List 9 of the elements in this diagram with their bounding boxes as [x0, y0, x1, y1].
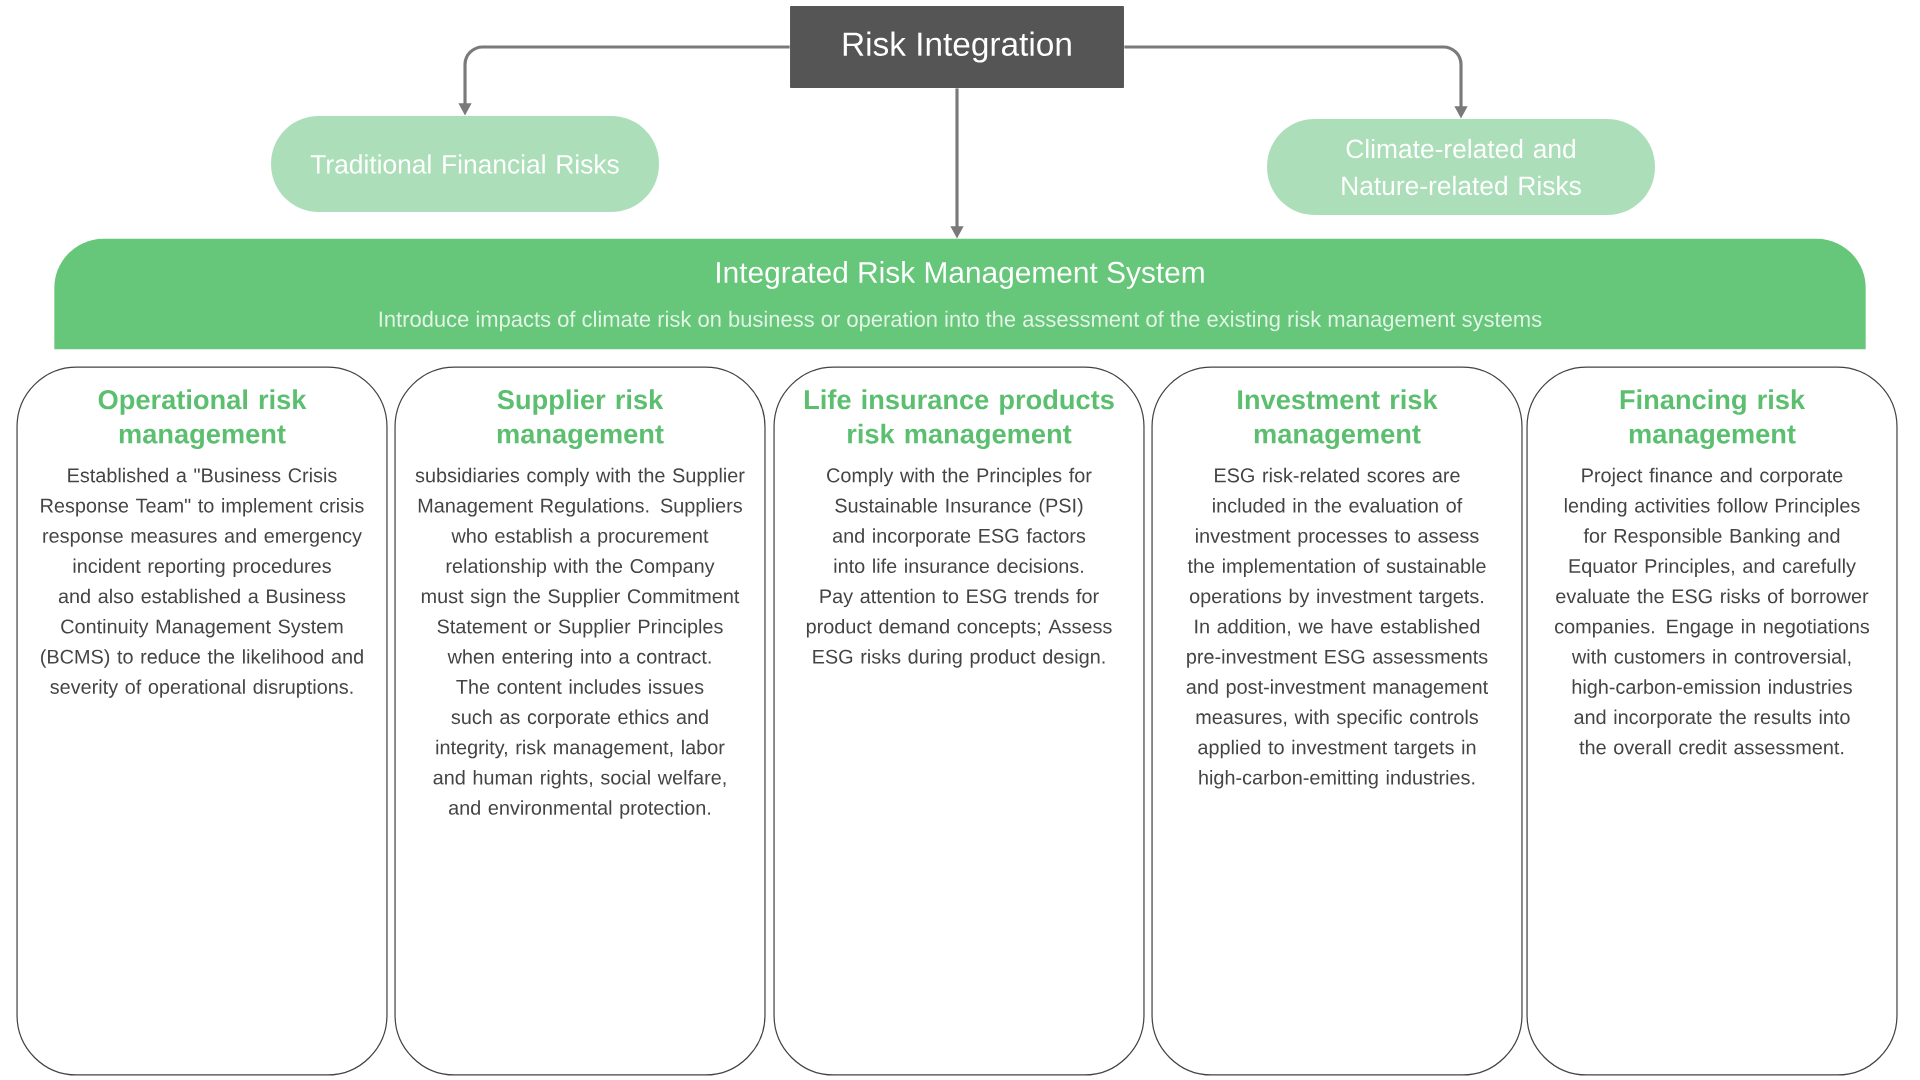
category-pill: Traditional Financial Risks [271, 116, 659, 212]
banner: Integrated Risk Management System Introduce impacts of climate risk on business or operation into the assessment of the existing risk management systems [54, 238, 1866, 350]
category-pill: Climate-related and Nature-related Risks [1267, 119, 1655, 215]
category-card: Life insurance products risk management Comply with the Principles for Sustainable Insurance (PSI) and incorporate ESG factors into life insurance decisions. Pay attention to ESG trends for product demand concepts; Assess ESG risks during product design. [773, 366, 1145, 1076]
category-card: Operational risk management Established a "Business Crisis Response Team" to implement crisis response measures and emergency incident reporting procedures and also established a Business Continuity Management System (BCMS) to reduce the likelihood and severity of operational disruptions. [16, 366, 388, 1076]
category-card: Supplier risk management subsidiaries comply with the Supplier Management Regulations. Suppliers who establish a procurement relationship with the Company must sign the Supplier Commitment Statement or Supplier Principles when entering into a contract. The content includes issues such as corporate ethics and integrity, risk management, labor and human rights, social welfare, and environmental protection. [394, 366, 766, 1076]
category-card: Financing risk management Project finance and corporate lending activities follow Principles for Responsible Banking and Equator Principles, and carefully evaluate the ESG risks of borrower companies. Engage in negotiations with customers in controversial, high-carbon-emission industries and incorporate the results into the overall credit assessment. [1526, 366, 1898, 1076]
category-card: Investment risk management ESG risk-related scores are included in the evaluation of investment processes to assess the implementation of sustainable operations by investment targets. In addition, we have established pre-investment ESG assessments and post-investment management measures, with specific controls applied to investment targets in high-carbon-emitting industries. [1151, 366, 1523, 1076]
title-pill: Risk Integration [790, 6, 1124, 88]
